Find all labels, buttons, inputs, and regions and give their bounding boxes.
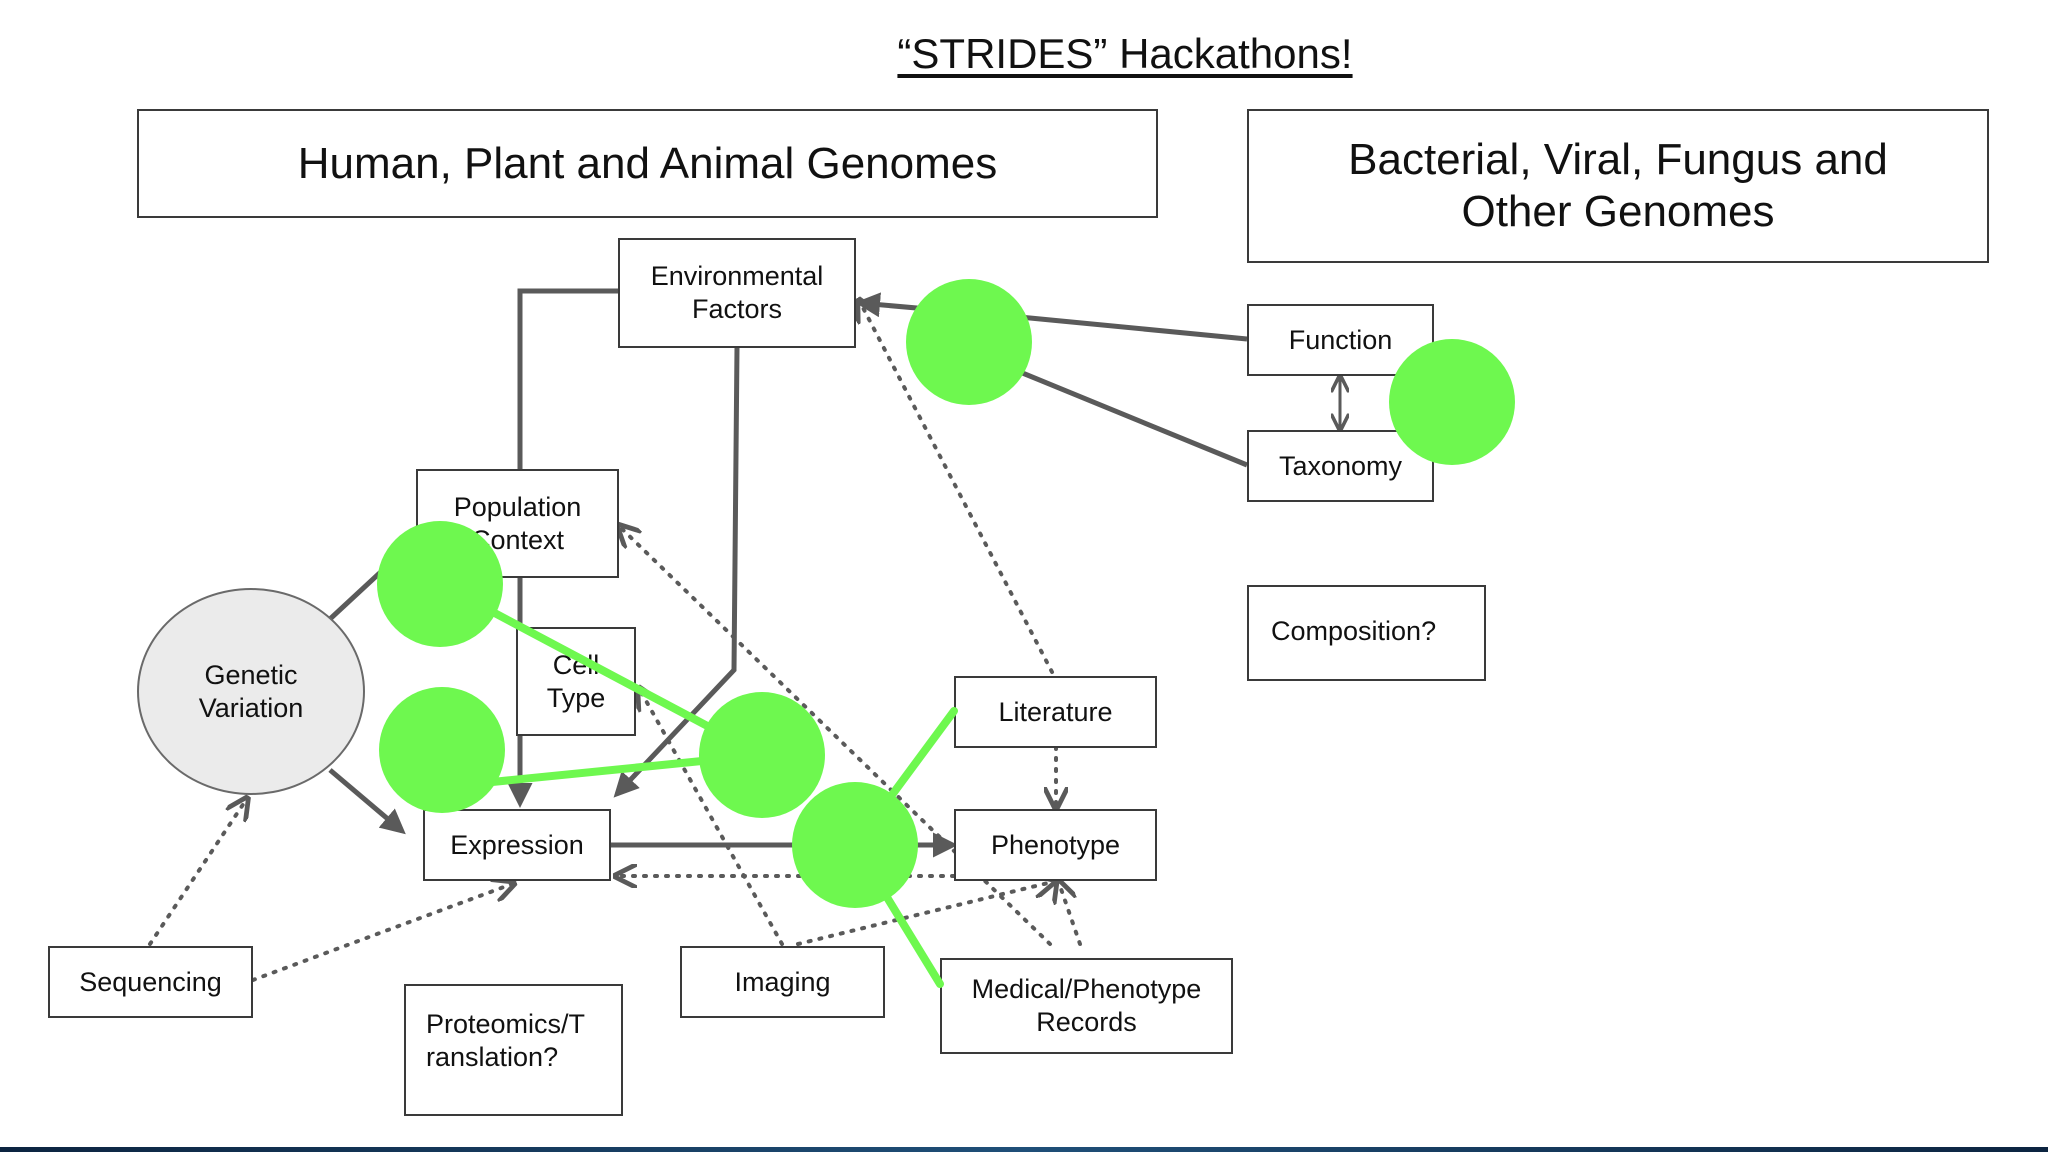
hackathon-marker-cell-type	[699, 692, 825, 818]
dotted-imaging-to-phenotype	[796, 882, 1052, 946]
group-human-plant-animal: Human, Plant and Animal Genomes	[137, 109, 1158, 218]
connector-taxonomy-to-env	[1019, 369, 1248, 468]
node-environmental-factors: Environmental Factors	[618, 238, 856, 348]
node-medical-phenotype-records: Medical/Phenotype Records	[940, 958, 1233, 1054]
dotted-imaging-to-celltype	[640, 690, 784, 946]
hackathon-marker-population	[377, 521, 503, 647]
node-imaging: Imaging	[680, 946, 885, 1018]
node-proteomics-translation: Proteomics/T ranslation?	[404, 984, 623, 1116]
dotted-sequencing-to-expression	[251, 884, 512, 982]
node-literature: Literature	[954, 676, 1157, 748]
connector-genvar-to-expression	[328, 768, 406, 835]
node-expression: Expression	[423, 809, 611, 881]
group-human-label: Human, Plant and Animal Genomes	[297, 138, 998, 188]
dotted-sequencing-to-genvar	[148, 800, 246, 946]
group-bacterial-viral-fungus: Bacterial, Viral, Fungus and Other Genom…	[1247, 109, 1989, 263]
node-genetic-variation: Genetic Variation	[137, 588, 365, 795]
group-bacterial-label: Bacterial, Viral, Fungus and Other Genom…	[1348, 135, 1888, 236]
dotted-literature-to-env	[860, 302, 1054, 674]
node-sequencing: Sequencing	[48, 946, 253, 1018]
hackathon-marker-function-taxonomy	[1389, 339, 1515, 465]
node-phenotype: Phenotype	[954, 809, 1157, 881]
connector-genvar-to-population	[328, 566, 387, 621]
hackathon-marker-env-factors	[906, 279, 1032, 405]
footer-bar	[0, 1147, 2048, 1152]
hackathon-marker-phenotype	[792, 782, 918, 908]
node-composition: Composition?	[1247, 585, 1486, 681]
hackathon-marker-genetic-variation	[379, 687, 505, 813]
node-taxonomy: Taxonomy	[1247, 430, 1434, 502]
connector-env-to-cell-area	[613, 346, 740, 798]
page-title: “STRIDES” Hackathons!	[897, 30, 1353, 77]
dotted-medical-to-phenotype	[1059, 883, 1082, 946]
